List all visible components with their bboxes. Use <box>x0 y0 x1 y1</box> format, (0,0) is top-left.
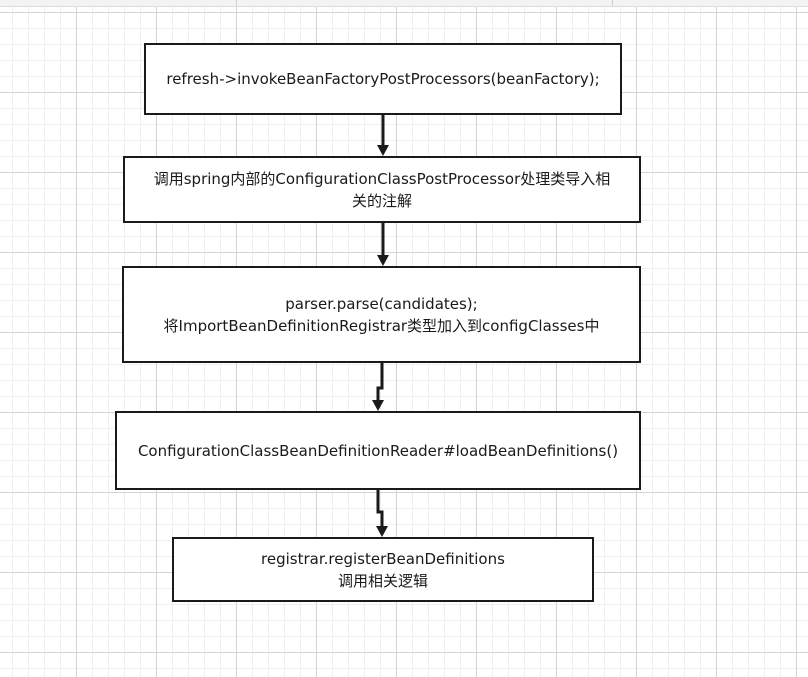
flow-node-text: 调用相关逻辑 <box>337 571 428 590</box>
flow-node-text: 调用spring内部的ConfigurationClassPostProcess… <box>153 169 611 188</box>
flow-node-load-bean-definitions[interactable]: ConfigurationClassBeanDefinitionReader#l… <box>115 411 641 490</box>
arrowhead <box>376 526 388 537</box>
top-strip-divider <box>236 0 237 6</box>
connector-arrow <box>377 223 389 266</box>
flow-node-refresh[interactable]: refresh->invokeBeanFactoryPostProcessors… <box>144 43 622 115</box>
arrowhead <box>377 145 389 156</box>
flow-node-parser-parse[interactable]: parser.parse(candidates); 将ImportBeanDef… <box>122 266 641 363</box>
flow-node-text: refresh->invokeBeanFactoryPostProcessors… <box>166 70 600 88</box>
connector-line <box>376 490 384 528</box>
connector-arrow <box>376 490 388 537</box>
connector-arrow <box>377 115 389 156</box>
flow-node-text: 将ImportBeanDefinitionRegistrar类型加入到confi… <box>163 316 600 335</box>
flow-node-register-bean-definitions[interactable]: registrar.registerBeanDefinitions 调用相关逻辑 <box>172 537 594 602</box>
connector-arrow <box>372 363 384 411</box>
top-strip-divider <box>612 0 613 6</box>
flow-node-text: 关的注解 <box>351 191 412 210</box>
flow-node-configuration-class-post-processor[interactable]: 调用spring内部的ConfigurationClassPostProcess… <box>123 156 641 223</box>
arrowhead <box>377 255 389 266</box>
arrowhead <box>372 400 384 411</box>
flow-node-text: parser.parse(candidates); <box>285 294 478 313</box>
window-top-strip <box>0 0 808 7</box>
flow-node-text: registrar.registerBeanDefinitions <box>261 549 505 568</box>
connector-line <box>376 363 384 402</box>
flow-node-text: ConfigurationClassBeanDefinitionReader#l… <box>137 441 619 460</box>
